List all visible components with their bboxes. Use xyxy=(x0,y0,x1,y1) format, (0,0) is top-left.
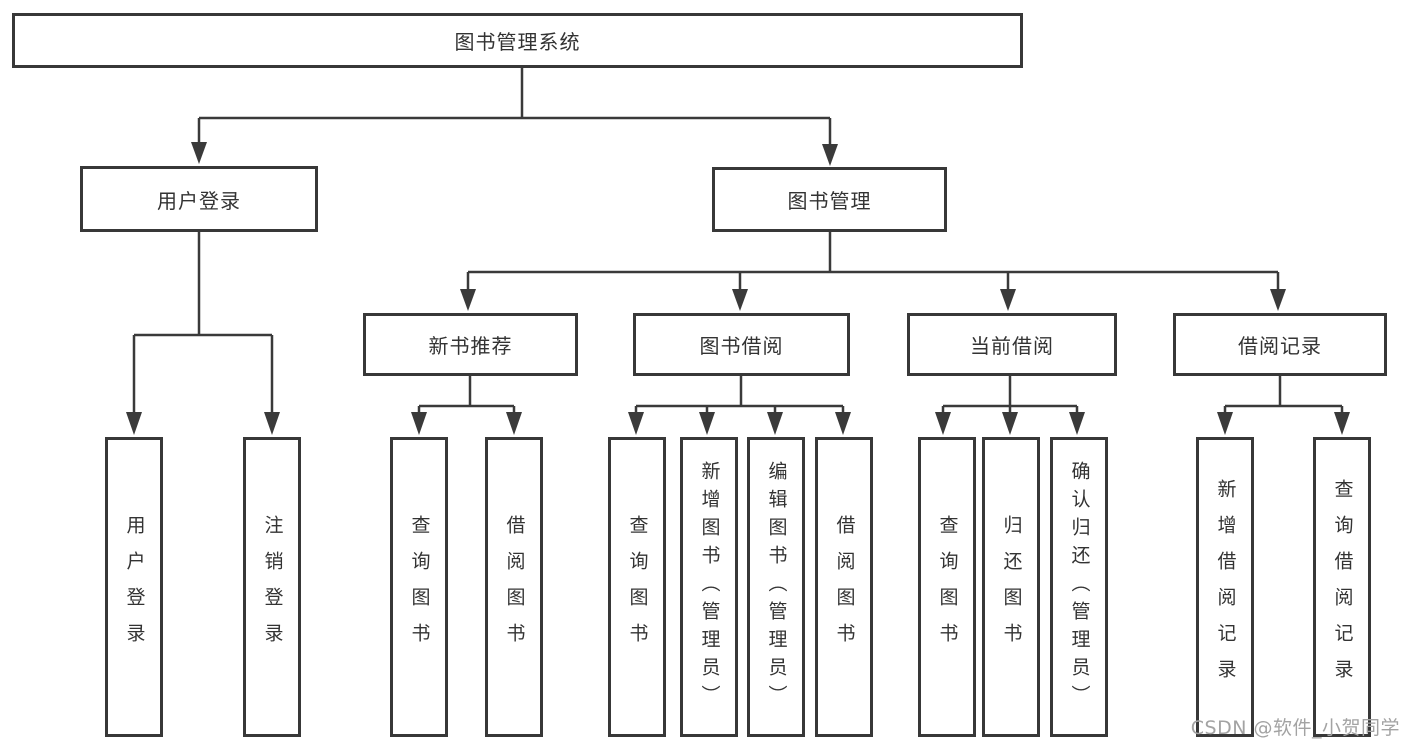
connector-book-management-to-level3 xyxy=(460,232,1286,311)
node-label: 借阅图书 xyxy=(833,515,856,659)
node-label: 查询借阅记录 xyxy=(1331,479,1354,695)
arrow-down-icon xyxy=(1334,412,1350,435)
leaf-add-book-admin: 新增图书（管理员） xyxy=(680,437,738,737)
node-label: 新增借阅记录 xyxy=(1214,479,1237,695)
node-label: 借阅记录 xyxy=(1238,334,1322,358)
arrow-down-icon xyxy=(1270,289,1286,311)
connector-current-borrow-to-leaves xyxy=(935,376,1085,435)
arrow-down-icon xyxy=(822,144,838,166)
leaf-query-books-current: 查询图书 xyxy=(918,437,976,737)
node-new-book-recommend: 新书推荐 xyxy=(363,313,578,376)
arrow-down-icon xyxy=(767,412,783,435)
arrow-down-icon xyxy=(191,142,207,164)
node-label: 新增图书（管理员） xyxy=(698,461,721,713)
leaf-query-books-borrow: 查询图书 xyxy=(608,437,666,737)
node-label: 编辑图书（管理员） xyxy=(765,461,788,713)
node-current-borrow: 当前借阅 xyxy=(907,313,1117,376)
leaf-borrow-books-recommend: 借阅图书 xyxy=(485,437,543,737)
arrow-down-icon xyxy=(835,412,851,435)
node-label: 图书管理系统 xyxy=(454,30,581,54)
arrow-down-icon xyxy=(506,412,522,435)
node-label: 确认归还（管理员） xyxy=(1068,461,1091,713)
arrow-down-icon xyxy=(1002,412,1018,435)
node-label: 用户登录 xyxy=(123,515,146,659)
node-user-login: 用户登录 xyxy=(80,166,318,232)
leaf-logout: 注销登录 xyxy=(243,437,301,737)
arrow-down-icon xyxy=(1069,412,1085,435)
leaf-add-borrow-record: 新增借阅记录 xyxy=(1196,437,1254,737)
leaf-confirm-return-admin: 确认归还（管理员） xyxy=(1050,437,1108,737)
connector-root-to-level2 xyxy=(191,68,838,166)
arrow-down-icon xyxy=(411,412,427,435)
node-label: 借阅图书 xyxy=(503,515,526,659)
arrow-down-icon xyxy=(1217,412,1233,435)
arrow-down-icon xyxy=(732,289,748,311)
node-book-management: 图书管理 xyxy=(712,167,947,232)
arrow-down-icon xyxy=(1000,289,1016,311)
connector-user-login-to-leaves xyxy=(126,232,280,435)
node-label: 用户登录 xyxy=(157,188,241,213)
arrow-down-icon xyxy=(628,412,644,435)
node-book-borrow: 图书借阅 xyxy=(633,313,850,376)
arrow-down-icon xyxy=(935,412,951,435)
node-label: 新书推荐 xyxy=(428,334,513,358)
node-label: 当前借阅 xyxy=(970,334,1054,358)
leaf-query-books-recommend: 查询图书 xyxy=(390,437,448,737)
node-label: 查询图书 xyxy=(936,515,959,659)
node-label: 图书管理 xyxy=(787,189,872,213)
arrow-down-icon xyxy=(699,412,715,435)
arrow-down-icon xyxy=(126,412,142,435)
node-label: 查询图书 xyxy=(408,515,431,659)
node-borrow-records: 借阅记录 xyxy=(1173,313,1387,376)
node-label: 归还图书 xyxy=(1000,515,1023,659)
connector-book-borrow-to-leaves xyxy=(628,376,851,435)
leaf-query-borrow-record: 查询借阅记录 xyxy=(1313,437,1371,737)
watermark-text: CSDN @软件_小贺同学 xyxy=(1190,717,1400,739)
leaf-return-books: 归还图书 xyxy=(982,437,1040,737)
arrow-down-icon xyxy=(264,412,280,435)
connector-new-books-to-leaves xyxy=(411,376,522,435)
leaf-borrow-books: 借阅图书 xyxy=(815,437,873,737)
node-book-management-system: 图书管理系统 xyxy=(12,13,1023,68)
node-label: 查询图书 xyxy=(626,515,649,659)
connector-borrow-records-to-leaves xyxy=(1217,376,1350,435)
leaf-user-login: 用户登录 xyxy=(105,437,163,737)
arrow-down-icon xyxy=(460,289,476,311)
node-label: 注销登录 xyxy=(261,515,284,659)
leaf-edit-book-admin: 编辑图书（管理员） xyxy=(747,437,805,737)
node-label: 图书借阅 xyxy=(699,334,784,358)
